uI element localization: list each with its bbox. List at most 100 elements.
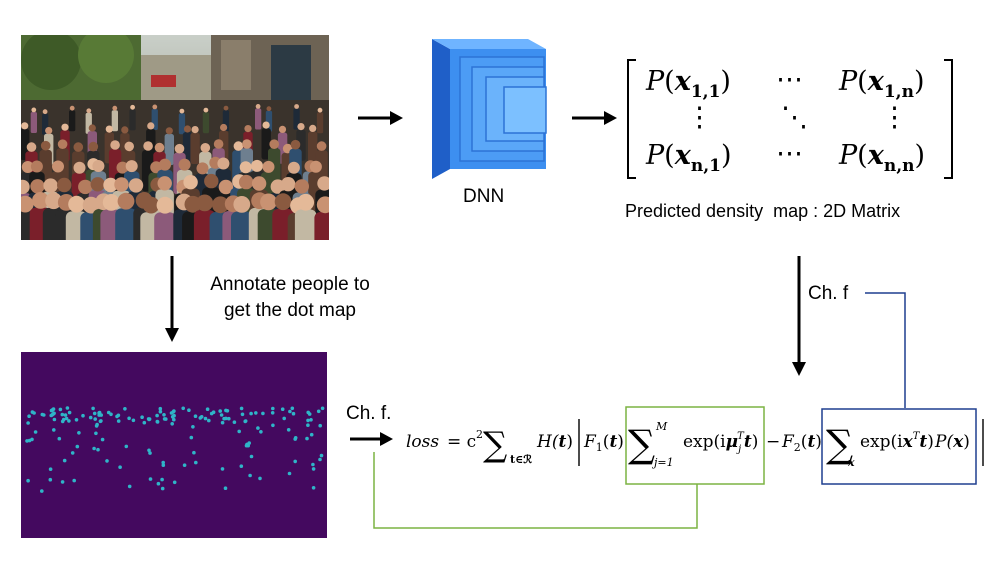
- annotation-dot: [61, 417, 66, 422]
- annotation-dot: [318, 423, 323, 428]
- annotation-dot: [320, 406, 325, 411]
- matrix-entry-11: P(x1,1): [645, 66, 731, 102]
- annotation-dot: [306, 410, 311, 415]
- annotation-dot: [131, 418, 136, 423]
- annotation-dot: [147, 448, 151, 453]
- annotation-dot: [156, 481, 161, 486]
- annotation-dot: [155, 413, 159, 418]
- eq-sigma-t: ∑: [483, 425, 507, 465]
- annotation-dot: [67, 410, 72, 415]
- annotation-dot: [182, 463, 187, 467]
- annotation-dot: [181, 406, 185, 411]
- annotation-dot: [40, 489, 44, 493]
- eq-sub-j: j=1: [651, 456, 674, 469]
- annotation-dot: [203, 416, 208, 421]
- annotation-dot: [95, 422, 99, 427]
- predicted-map-label: Predicted density map : 2D Matrix: [625, 201, 901, 221]
- annotation-dot: [220, 420, 225, 425]
- annotation-dot: [271, 406, 275, 411]
- annotation-dot: [239, 406, 244, 411]
- annotation-dot: [222, 416, 226, 421]
- annotation-dot: [92, 411, 97, 416]
- annotation-dot: [123, 407, 127, 411]
- eq-exp-mu: exp(iμjTt): [683, 431, 758, 455]
- annotation-dot: [81, 413, 85, 418]
- annotation-dot: [161, 460, 165, 465]
- annotation-dot: [26, 421, 30, 425]
- eq-upper-m: M: [655, 420, 668, 433]
- eq-sigma-j: ∑: [628, 422, 655, 466]
- annotation-dot: [30, 437, 34, 442]
- annotation-dot: [259, 430, 263, 434]
- annotation-dot: [237, 429, 241, 434]
- annotation-dot: [94, 431, 98, 436]
- annotation-dot: [191, 425, 195, 429]
- annotation-dot: [109, 412, 113, 417]
- annotation-dot: [249, 411, 253, 416]
- annotation-dot: [309, 418, 313, 422]
- annotation-dot: [199, 415, 204, 419]
- annotation-dot: [286, 428, 291, 432]
- annotation-dot: [207, 418, 211, 423]
- annotation-dot: [57, 436, 62, 441]
- annotation-dot: [194, 460, 198, 465]
- annotation-dot: [280, 407, 285, 411]
- annotation-dot: [60, 480, 65, 484]
- matrix-entry-nn: P(xn,n): [838, 140, 925, 176]
- annotation-dot: [305, 436, 309, 441]
- annotation-dot: [91, 406, 95, 411]
- annotation-dot: [105, 459, 109, 463]
- annotation-dot: [148, 477, 153, 481]
- annotation-dot: [205, 407, 210, 411]
- dnn-label: DNN: [463, 186, 505, 207]
- eq-c2: = c: [447, 432, 476, 452]
- annotation-dot: [148, 451, 152, 455]
- annotation-dot: [100, 437, 105, 442]
- annotation-dot: [162, 417, 167, 421]
- arrow-to-equation: [350, 429, 396, 454]
- annotation-dot: [67, 419, 71, 423]
- annotation-dot: [127, 416, 131, 421]
- annotation-dot: [172, 480, 177, 485]
- annotation-dot: [62, 458, 67, 463]
- annotation-dot: [60, 412, 65, 417]
- eq-c-exp: 2: [476, 428, 483, 441]
- annotation-dot: [256, 426, 260, 430]
- annotation-dot: [93, 417, 97, 421]
- arrow-chf-down: [789, 256, 809, 385]
- annotation-dot: [254, 411, 258, 415]
- eq-sigma-x: ∑: [826, 422, 853, 466]
- annotation-dot: [219, 413, 224, 417]
- annotation-dot: [161, 463, 166, 467]
- dnn-block-icon: [428, 35, 554, 190]
- annotation-dot: [172, 413, 176, 418]
- eq-px: P(x): [934, 432, 970, 452]
- annotation-dot: [96, 447, 100, 452]
- annotation-dot: [249, 454, 254, 459]
- arrow-to-dotmap: [162, 256, 182, 351]
- chf-left-label: Ch. f.: [346, 403, 392, 424]
- annotation-dot: [116, 419, 121, 423]
- annotation-dot: [74, 418, 79, 422]
- annotation-dot: [316, 409, 321, 414]
- annotation-dot: [58, 407, 63, 412]
- annotation-dot: [27, 414, 31, 418]
- annotation-dot: [311, 486, 316, 490]
- eq-f1: F1(t): [583, 432, 624, 454]
- annotation-dot: [193, 414, 198, 418]
- dot-map: [21, 352, 327, 538]
- eq-exp-x: exp(ixTt): [860, 431, 934, 452]
- eq-f2: F2(t): [781, 432, 822, 454]
- annotation-dot: [116, 413, 121, 418]
- annotation-dot: [189, 435, 194, 440]
- annotation-dot: [97, 410, 102, 415]
- annotation-dot: [51, 407, 56, 411]
- annotation-dot: [52, 411, 56, 416]
- matrix-ddots: ⋱: [781, 102, 808, 133]
- annotation-dot: [158, 406, 163, 411]
- matrix-vdots-right: ⋮: [881, 102, 908, 133]
- crowd-photo: [13, 27, 336, 285]
- annotation-dot: [118, 465, 122, 469]
- eq-sub-t: t∈ℛ: [510, 453, 532, 466]
- annotation-dot: [239, 464, 244, 468]
